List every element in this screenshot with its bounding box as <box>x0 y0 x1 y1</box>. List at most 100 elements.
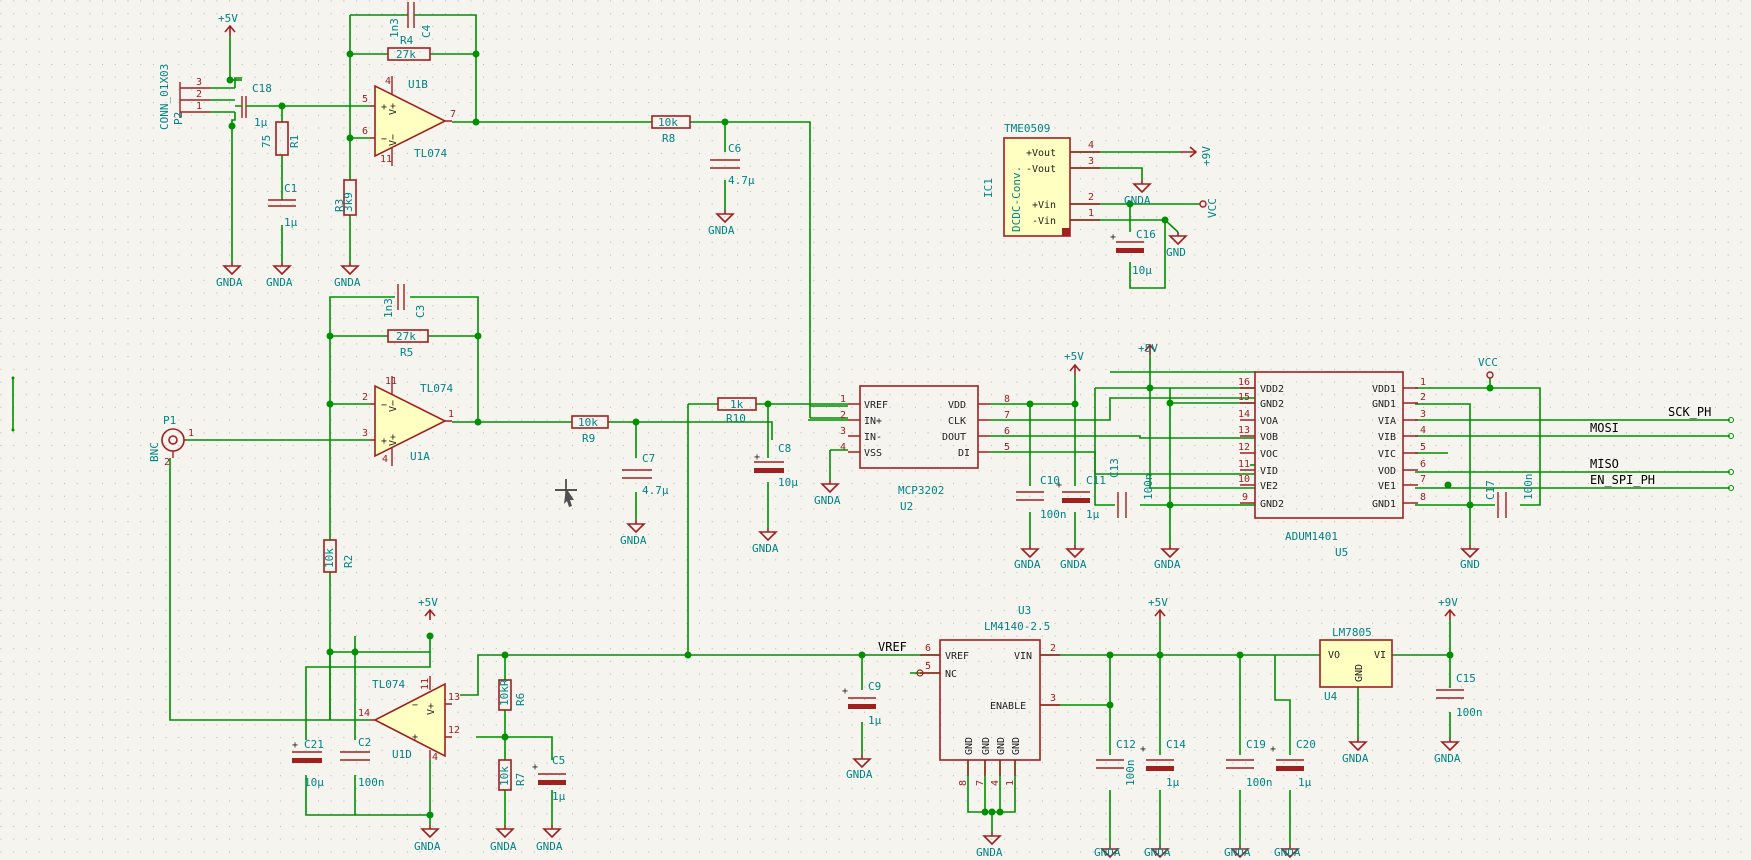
resistor-r6[interactable]: 10kR R6 <box>498 679 527 711</box>
resistor-r3[interactable]: 3k9 R3 <box>333 179 357 216</box>
svg-text:GNDA: GNDA <box>976 846 1003 859</box>
power-5v-top: +5V <box>218 12 238 36</box>
svg-text:−: − <box>412 700 418 711</box>
svg-text:10k: 10k <box>658 116 678 129</box>
svg-text:VIN: VIN <box>1014 651 1032 662</box>
resistor-r2[interactable]: 10k R2 <box>323 539 355 573</box>
svg-text:GNDA: GNDA <box>1154 558 1181 571</box>
svg-text:U4: U4 <box>1324 690 1338 703</box>
svg-text:+Vout: +Vout <box>1026 148 1056 159</box>
capacitor-c10[interactable]: C10 100n <box>1016 474 1067 521</box>
capacitor-c18[interactable]: C18 1µ <box>235 82 272 129</box>
svg-text:-Vin: -Vin <box>1032 216 1056 227</box>
capacitor-c3[interactable]: 1n3 C3 <box>382 284 427 318</box>
resistor-r7[interactable]: 10k R7 <box>498 759 527 791</box>
vcc-ic1: VCC <box>1199 198 1219 218</box>
capacitor-c12[interactable]: C12 100n <box>1096 738 1137 786</box>
resistor-r1[interactable]: 75 R1 <box>260 121 301 156</box>
svg-text:+5V: +5V <box>218 12 238 25</box>
svg-text:C1: C1 <box>284 182 297 195</box>
svg-text:P2: P2 <box>172 112 185 125</box>
u2-mcp3202[interactable]: VREF IN+ IN- VSS VDD CLK DOUT DI 1 2 3 4… <box>840 385 1010 513</box>
svg-text:C12: C12 <box>1116 738 1136 751</box>
svg-text:GNDA: GNDA <box>414 840 441 853</box>
gnda-c15: GNDA <box>1434 738 1461 765</box>
gnda-r3: GNDA <box>334 262 361 289</box>
opamp-u1a[interactable]: − + V− V+ 2 3 1 4 11 TL074 U1A <box>362 376 454 466</box>
capacitor-c4[interactable]: 1n3 C4 <box>388 2 433 38</box>
connector-p1-bnc[interactable]: P1 BNC 1 2 <box>148 414 194 468</box>
svg-text:R1: R1 <box>288 135 301 148</box>
svg-text:LM7805: LM7805 <box>1332 626 1372 639</box>
svg-text:+: + <box>1056 480 1062 491</box>
svg-text:C6: C6 <box>728 142 741 155</box>
svg-text:TME0509: TME0509 <box>1004 122 1050 135</box>
resistor-r9[interactable]: 10k R9 <box>571 415 609 445</box>
svg-text:+: + <box>754 452 760 463</box>
capacitor-c14[interactable]: + C14 1µ <box>1140 738 1186 789</box>
capacitor-c17[interactable]: C17 100n <box>1484 474 1535 519</box>
svg-text:8: 8 <box>958 780 969 786</box>
svg-text:+5V: +5V <box>1064 350 1084 363</box>
svg-text:1: 1 <box>840 394 846 405</box>
svg-text:V+: V+ <box>388 103 399 115</box>
resistor-r4[interactable]: 27k R4 <box>387 34 431 61</box>
opamp-u1b[interactable]: + − V+ V− 5 6 7 4 11 U1B TL074 <box>362 76 456 166</box>
capacitor-c20[interactable]: + C20 1µ <box>1270 738 1316 789</box>
svg-text:VOA: VOA <box>1260 416 1278 427</box>
resistor-r5[interactable]: 27k R5 <box>387 329 429 359</box>
gnda-c12: GNDA <box>1094 845 1121 859</box>
capacitor-c11[interactable]: + C11 1µ <box>1056 474 1106 521</box>
svg-text:5: 5 <box>1420 442 1426 453</box>
svg-text:DI: DI <box>958 448 970 459</box>
svg-text:11: 11 <box>380 154 392 165</box>
capacitor-c8[interactable]: + C8 10µ <box>754 442 798 489</box>
resistor-r8[interactable]: 10k R8 <box>651 115 691 145</box>
svg-text:27k: 27k <box>396 330 416 343</box>
svg-text:GNDA: GNDA <box>1342 752 1369 765</box>
u3-lm4140[interactable]: VREF NC VIN ENABLE GND GND GND GND 6 5 2… <box>920 604 1060 786</box>
svg-text:5: 5 <box>925 661 931 672</box>
capacitor-c6[interactable]: C6 4.7µ <box>710 142 755 187</box>
svg-text:C19: C19 <box>1246 738 1266 751</box>
capacitor-c5[interactable]: + C5 1µ <box>532 754 566 803</box>
ic1-dcdc-converter[interactable]: +Vout -Vout +Vin -Vin 4 3 2 1 TME0509 DC… <box>982 122 1100 237</box>
svg-text:1µ: 1µ <box>284 216 298 229</box>
capacitor-c2[interactable]: C2 100n <box>340 736 385 789</box>
capacitor-c15[interactable]: C15 100n <box>1436 672 1483 719</box>
capacitor-c16[interactable]: + C16 10µ <box>1110 228 1156 277</box>
svg-text:12: 12 <box>448 725 460 736</box>
svg-text:VIC: VIC <box>1378 449 1396 460</box>
svg-text:V−: V− <box>388 134 399 146</box>
svg-text:VID: VID <box>1260 466 1278 477</box>
svg-text:3: 3 <box>840 426 846 437</box>
resistor-r10[interactable]: 1k R10 <box>717 397 757 425</box>
capacitor-c9[interactable]: + C9 1µ <box>842 680 882 727</box>
svg-text:100n: 100n <box>1124 760 1137 787</box>
svg-text:C5: C5 <box>552 754 565 767</box>
capacitor-c7[interactable]: C7 4.7µ <box>622 452 669 497</box>
svg-text:GNDA: GNDA <box>1124 194 1151 207</box>
svg-text:+: + <box>412 732 418 743</box>
svg-text:11: 11 <box>420 678 431 690</box>
capacitor-c19[interactable]: C19 100n <box>1226 738 1273 789</box>
svg-text:GND1: GND1 <box>1372 399 1396 410</box>
power-symbols: +5V GNDA GNDA GNDA GNDA GNDA GNDA <box>216 12 1498 859</box>
u5-adum1401[interactable]: VDD2 GND2 VOA VOB VOC VID VE2 GND2 VDD1 … <box>1238 371 1426 559</box>
svg-text:3k9: 3k9 <box>342 192 355 212</box>
svg-text:8: 8 <box>1004 394 1010 405</box>
capacitor-c21[interactable]: + C21 10µ <box>292 738 324 789</box>
connector-p2[interactable]: 3 2 1 CONN_01X03 P2 <box>158 64 210 130</box>
svg-text:+9V: +9V <box>1200 146 1213 166</box>
svg-text:1µ: 1µ <box>1298 776 1312 789</box>
gnda-c19: GNDA <box>1224 845 1251 859</box>
u4-lm7805[interactable]: VO VI GND LM7805 U4 <box>1319 626 1393 703</box>
opamp-u1d[interactable]: 14 13 12 11 4 V+ − + TL074 U1D <box>358 676 460 763</box>
svg-text:15: 15 <box>1238 392 1250 403</box>
svg-text:VDD2: VDD2 <box>1260 384 1284 395</box>
net-label-sck: SCK_PH <box>1668 405 1711 419</box>
capacitor-c13[interactable]: C13 100n <box>1108 458 1155 518</box>
gnda-c20: GNDA <box>1274 845 1301 859</box>
capacitor-c1[interactable]: C1 1µ <box>268 182 298 229</box>
